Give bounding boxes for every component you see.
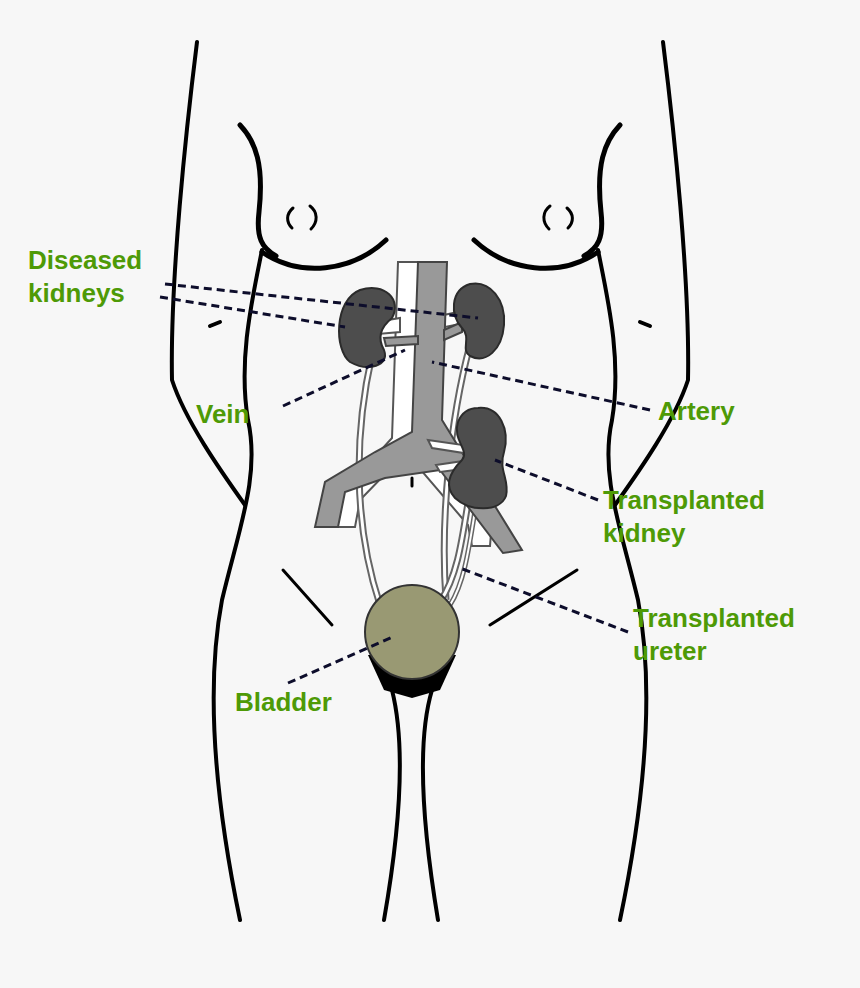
bladder: [365, 585, 459, 679]
part-label: Diseased kidneys: [28, 244, 188, 309]
part-label: Artery: [658, 395, 735, 428]
part-label: Transplanted ureter: [633, 602, 848, 667]
part-label: Bladder: [235, 686, 332, 719]
leader-lines: [160, 284, 650, 683]
artery: [315, 262, 522, 553]
part-label: Vein: [196, 398, 249, 431]
kidneys: [339, 283, 507, 508]
body-outline: [172, 42, 688, 920]
part-label: Transplanted kidney: [603, 484, 818, 549]
